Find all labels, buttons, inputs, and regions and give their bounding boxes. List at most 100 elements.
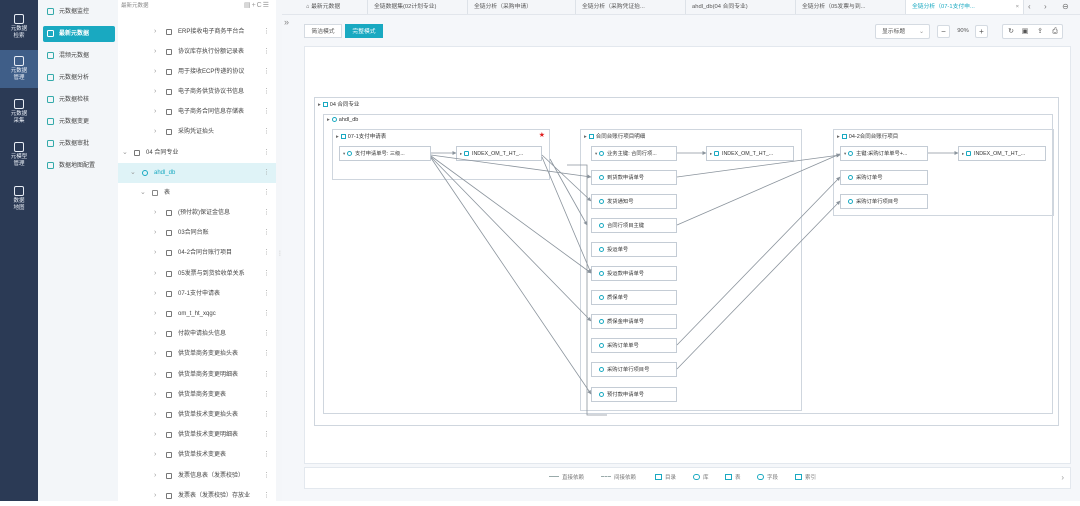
more-icon[interactable]: ⋮ <box>263 471 270 479</box>
field-node[interactable]: 发货通知号 <box>591 194 677 209</box>
tree-node-table[interactable]: ›ERP接收电子商务平台合⋮ <box>118 22 276 42</box>
tree-node-table[interactable]: ›付款申请抬头信息⋮ <box>118 324 276 344</box>
chevron-right-icon[interactable]: › <box>154 108 157 115</box>
chevron-right-icon[interactable]: › <box>154 209 157 216</box>
tab-menu-icon[interactable]: ⊖ <box>1062 2 1069 11</box>
tree-node-table[interactable]: ›协议库存执行份额记录表⋮ <box>118 42 276 62</box>
chevron-down-icon[interactable]: ⌄ <box>130 169 136 176</box>
tab-lineage-02[interactable]: 全链数据集(02计划专业) <box>368 0 468 14</box>
chevron-left-icon[interactable]: ‹ <box>1028 2 1031 11</box>
legend-directory[interactable]: 目录 <box>655 468 676 488</box>
collapse-panel-icon[interactable]: » <box>284 17 290 27</box>
tree-node-table[interactable]: ›供货单商务变更表⋮ <box>118 385 276 405</box>
print-icon[interactable]: ⎙ <box>1052 28 1058 35</box>
tree-node-table[interactable]: ›05发票与到货验收单关系⋮ <box>118 264 276 284</box>
field-node[interactable]: ▾业务主键: 合同行项... <box>591 146 677 161</box>
chevron-down-icon[interactable]: ⌄ <box>140 189 146 196</box>
chevron-right-icon[interactable]: › <box>154 491 157 499</box>
expand-toggle-icon[interactable]: ▸ <box>327 117 330 123</box>
more-icon[interactable]: ⋮ <box>263 310 270 317</box>
chevron-right-icon[interactable]: › <box>154 28 157 35</box>
tree-node-table[interactable]: ›03合同台账⋮ <box>118 223 276 243</box>
field-node[interactable]: 预付款申请单号 <box>591 387 677 402</box>
tree-node-table[interactable]: ›采购凭证抬头⋮ <box>118 122 276 142</box>
field-node[interactable]: 投运款申请单号 <box>591 266 677 281</box>
zoom-in-button[interactable]: + <box>975 25 988 38</box>
group-db[interactable]: ▸ahdl_db <box>323 114 1053 414</box>
more-icon[interactable]: ⋮ <box>263 88 270 95</box>
simple-mode-button[interactable]: 简洁模式 <box>304 24 342 38</box>
more-icon[interactable]: ⋮ <box>263 390 270 398</box>
group-contract[interactable]: ▸04 合同专业 <box>314 97 1059 426</box>
chevron-right-icon[interactable]: › <box>154 68 157 75</box>
refresh-icon[interactable]: ↻ <box>1008 28 1014 35</box>
more-icon[interactable]: ⋮ <box>263 330 270 338</box>
more-icon[interactable]: ⋮ <box>263 189 270 196</box>
chevron-right-icon[interactable]: › <box>1061 473 1064 482</box>
expand-toggle-icon[interactable]: ▸ <box>837 134 840 140</box>
chevron-right-icon[interactable]: › <box>154 411 157 418</box>
index-node[interactable]: ▸INDEX_OM_T_HT_... <box>456 146 542 161</box>
field-node[interactable]: ▾支付申请单号: 三级... <box>339 146 431 161</box>
index-node[interactable]: ▸INDEX_OM_T_HT_... <box>706 146 794 161</box>
more-icon[interactable]: ⋮ <box>263 229 270 237</box>
more-icon[interactable]: ⋮ <box>263 28 270 35</box>
sidebar-item-mixed[interactable]: 混频元数据 <box>43 48 115 64</box>
field-node[interactable]: ▾主键:采购订单单号+... <box>840 146 928 161</box>
more-icon[interactable]: ⋮ <box>263 350 270 358</box>
more-icon[interactable]: ⋮ <box>263 108 270 115</box>
rail-item-metadata-search[interactable]: 元数据 检索 <box>0 8 38 46</box>
legend-index[interactable]: 索引 <box>795 468 816 488</box>
more-icon[interactable]: ⋮ <box>263 289 270 297</box>
field-node[interactable]: 采购订单行项目号 <box>591 362 677 377</box>
more-icon[interactable]: ⋮ <box>263 68 270 75</box>
rail-item-metadata-manage[interactable]: 元数据 管理 <box>0 50 38 88</box>
tree-node-table[interactable]: ›电子商务合同信息存储表⋮ <box>118 102 276 122</box>
tree-node-table[interactable]: ›供货单商务变更抬头表⋮ <box>118 344 276 364</box>
close-icon[interactable]: × <box>1015 4 1019 10</box>
legend-table[interactable]: 表 <box>725 468 741 488</box>
expand-toggle-icon[interactable]: ▸ <box>584 134 587 140</box>
more-icon[interactable]: ⋮ <box>263 269 270 277</box>
tab-latest[interactable]: ⌂ 最新元数据 <box>300 0 368 14</box>
sidebar-item-map-config[interactable]: 数据地图配置 <box>43 158 115 174</box>
tree-node-table[interactable]: ›04-2合同台账行项目⋮ <box>118 243 276 263</box>
rail-item-data-map[interactable]: 数据 地图 <box>0 180 38 218</box>
chevron-right-icon[interactable]: › <box>154 128 157 135</box>
chevron-right-icon[interactable]: › <box>154 269 157 277</box>
field-node[interactable]: 质保金申请单号 <box>591 314 677 329</box>
sidebar-item-change[interactable]: 元数据变更 <box>43 114 115 130</box>
chevron-right-icon[interactable]: › <box>154 370 157 378</box>
chevron-right-icon[interactable]: › <box>154 390 157 398</box>
tab-lineage-purchase-voucher[interactable]: 全链分析（采购凭证抬... <box>576 0 686 14</box>
legend-direct[interactable]: 直接依赖 <box>549 468 584 488</box>
expand-toggle-icon[interactable]: ▸ <box>336 134 339 140</box>
more-icon[interactable]: ⋮ <box>263 431 270 439</box>
sidebar-item-latest[interactable]: 最新元数据 <box>43 26 115 42</box>
chevron-right-icon[interactable]: › <box>154 451 157 459</box>
field-node[interactable]: 采购订单单号 <box>591 338 677 353</box>
chevron-down-icon[interactable]: ⌄ <box>122 149 128 156</box>
tree-node-table[interactable]: ›发票信息表（发票校验）⋮ <box>118 466 276 486</box>
tab-ahdl-db[interactable]: ahdl_db(04 合同专业) <box>686 0 796 14</box>
sidebar-item-monitor[interactable]: 元数据监控 <box>43 4 115 20</box>
tree-node-table[interactable]: ›供货单技术变更表⋮ <box>118 445 276 465</box>
more-icon[interactable]: ⋮ <box>263 451 270 459</box>
more-icon[interactable]: ⋮ <box>263 491 270 499</box>
tree-node-folder[interactable]: ⌄表⋮ <box>118 183 276 203</box>
chevron-right-icon[interactable]: › <box>1044 2 1047 11</box>
field-node[interactable]: 投运单号 <box>591 242 677 257</box>
sidebar-item-analysis[interactable]: 元数据分析 <box>43 70 115 86</box>
panel-splitter[interactable]: ⋮ <box>276 0 283 501</box>
tree-node-table[interactable]: ›发票表（发票校验）存放业⋮ <box>118 486 276 506</box>
tree-node-table[interactable]: ›电子商务供货协议书信息⋮ <box>118 82 276 102</box>
legend-field[interactable]: 字段 <box>757 468 778 488</box>
more-icon[interactable]: ⋮ <box>263 169 270 176</box>
chevron-right-icon[interactable]: › <box>154 471 157 479</box>
tab-lineage-07-1[interactable]: 全链分析（07-1支付申...× <box>906 0 1024 14</box>
field-node[interactable]: 合同行项目主键 <box>591 218 677 233</box>
tree-node-table[interactable]: ›供货单技术变更抬头表⋮ <box>118 405 276 425</box>
more-icon[interactable]: ⋮ <box>263 249 270 257</box>
tab-lineage-05[interactable]: 全链分析（05发票与到... <box>796 0 906 14</box>
chevron-right-icon[interactable]: › <box>154 431 157 439</box>
